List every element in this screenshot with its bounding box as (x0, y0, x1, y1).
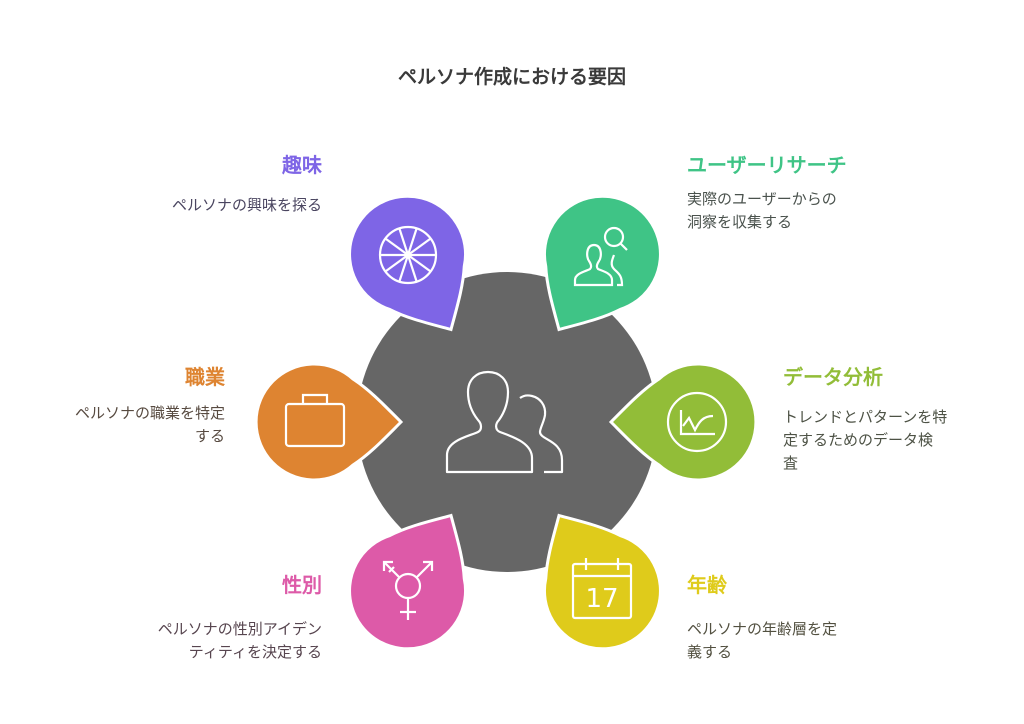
factor-age: 年齢 ペルソナの年齢層を定義する (687, 572, 907, 664)
petal-interest (348, 194, 468, 332)
chart-icon (666, 391, 728, 453)
factor-title: ユーザーリサーチ (687, 153, 847, 177)
factor-title: データ分析 (783, 365, 883, 389)
factor-desc: する (194, 427, 225, 445)
petal-shape (348, 513, 468, 651)
petal-shape (254, 362, 404, 482)
petal-shape (608, 362, 758, 482)
factor-interest: 趣味 ペルソナの興味を探る (102, 152, 322, 217)
factor-title: 趣味 (282, 153, 322, 177)
calendar-day: 17 (585, 584, 618, 614)
petal-shape (542, 194, 662, 332)
briefcase-icon (284, 393, 346, 448)
petal-data-analysis (608, 362, 758, 482)
factor-desc: 実際のユーザーからの (687, 190, 837, 208)
users-icon (445, 370, 564, 474)
petal-gender (348, 513, 468, 651)
factor-gender: 性別 ペルソナの性別アイデンティティを決定する (102, 572, 322, 664)
factor-data-analysis: データ分析 トレンドとパターンを特定するためのデータ検査 (783, 364, 1003, 475)
petal-user-research (542, 194, 662, 332)
factor-title: 職業 (185, 365, 225, 389)
factor-desc: ペルソナの性別アイデン (157, 620, 322, 638)
factor-title: 年齢 (687, 573, 727, 597)
wheel-icon (378, 225, 438, 285)
factor-desc: ペルソナの年齢層を定 (687, 620, 838, 638)
factor-occupation: 職業 ペルソナの職業を特定する (5, 364, 225, 448)
factor-title: 性別 (282, 573, 322, 597)
factor-desc: 洞察を収集する (687, 213, 793, 231)
user-search-icon (573, 226, 628, 287)
center-hub (357, 272, 657, 572)
factor-desc: 定するためのデータ検 (783, 431, 934, 449)
diagram-title: ペルソナ作成における要因 (397, 66, 626, 88)
calendar-icon: 17 (571, 558, 633, 620)
factor-desc: トレンドとパターンを特 (783, 408, 948, 426)
factor-user-research: ユーザーリサーチ 実際のユーザーからの洞察を収集する (687, 152, 907, 234)
factor-desc: 査 (783, 454, 799, 472)
petal-occupation (254, 362, 404, 482)
factor-desc: ティティを決定する (188, 643, 322, 661)
petal-shape (348, 194, 468, 332)
factor-desc: ペルソナの興味を探る (171, 196, 322, 214)
factor-desc: 義する (687, 643, 733, 661)
petal-age: 17 (542, 513, 662, 651)
gender-icon (382, 560, 434, 620)
factor-desc: ペルソナの職業を特定 (74, 404, 225, 422)
